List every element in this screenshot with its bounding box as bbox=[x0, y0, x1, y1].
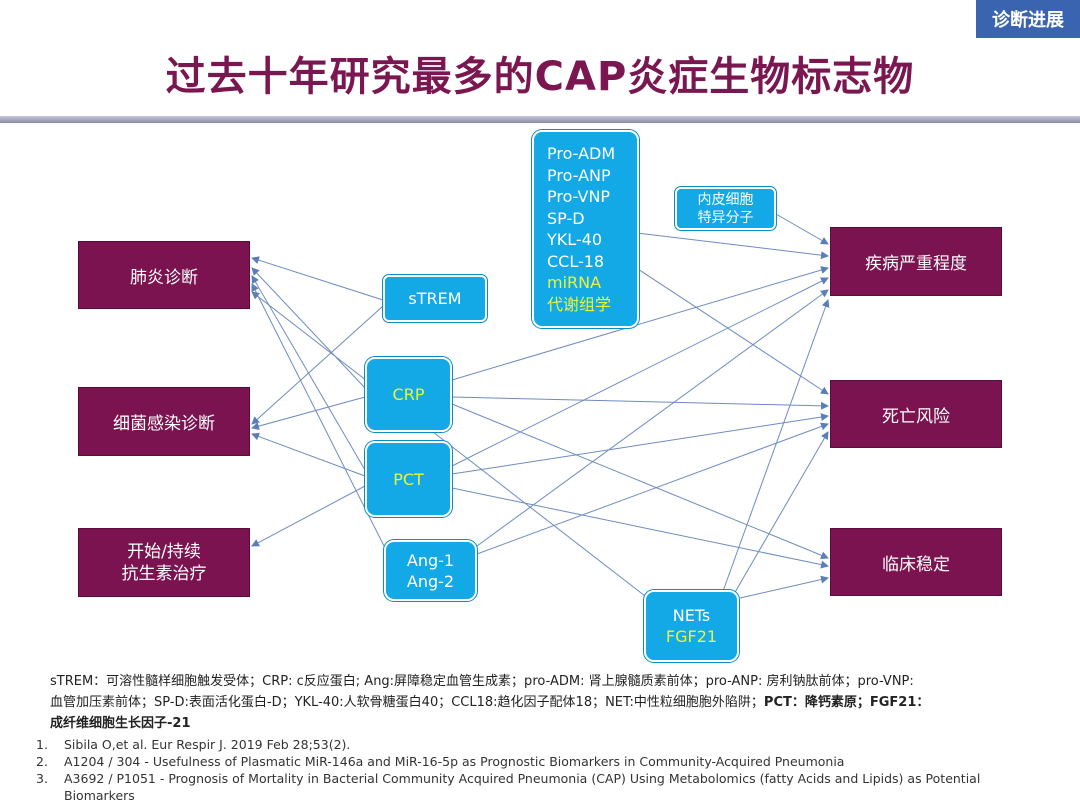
bacterial-infection-diagnosis-box: 细菌感染诊断 bbox=[78, 387, 250, 456]
arrow-pct-bacterial bbox=[251, 432, 366, 477]
disease-severity-box: 疾病严重程度 bbox=[830, 227, 1002, 296]
biomarker-list-box: Pro-ADM Pro-ANP Pro-VNP SP-D YKL-40 CCL-… bbox=[532, 130, 639, 328]
marker-pro-vnp: Pro-VNP bbox=[547, 187, 611, 206]
arrow-nets-mortality bbox=[733, 431, 829, 595]
title-divider bbox=[0, 116, 1080, 123]
clinical-stability-box: 临床稳定 bbox=[830, 528, 1002, 596]
arrow-ang-mortality bbox=[476, 422, 829, 555]
arrow-pct-treatment bbox=[251, 485, 366, 547]
marker-ang-2: Ang-2 bbox=[406, 571, 455, 591]
arrow-pct-severity bbox=[451, 277, 829, 467]
section-tag: 诊断进展 bbox=[976, 0, 1080, 38]
marker-sp-d: SP-D bbox=[547, 208, 585, 228]
marker-fgf21: FGF21 bbox=[665, 627, 718, 646]
abbreviation-footnote: sTREM：可溶性髓样细胞触发受体；CRP: c反应蛋白; Ang:屏障稳定血管… bbox=[50, 671, 1040, 734]
arrow-ang-severity bbox=[476, 289, 829, 547]
arrow-list-mortality bbox=[611, 251, 829, 395]
footnote-line-2-bold: PCT：降钙素原；FGF21： bbox=[763, 695, 930, 710]
endothelial-markers-box: 内皮细胞 特异分子 bbox=[675, 187, 776, 230]
pneumonia-diagnosis-box: 肺炎诊断 bbox=[78, 241, 250, 309]
marker-ang-1: Ang-1 bbox=[406, 550, 455, 570]
marker-mirna: miRNA bbox=[547, 273, 602, 292]
arrow-pct-stability bbox=[451, 487, 829, 569]
arrow-crp-bacterial bbox=[251, 396, 366, 431]
arrow-strem-diagnosis bbox=[251, 256, 384, 301]
antibiotic-treatment-box: 开始/持续 抗生素治疗 bbox=[78, 528, 250, 597]
reference-item: 3.A3692 / P1051 - Prognosis of Mortality… bbox=[36, 771, 981, 803]
arrow-nets-severity bbox=[721, 299, 830, 595]
arrow-ang-diagnosis bbox=[251, 283, 385, 547]
arrow-crp-mortality bbox=[451, 396, 829, 410]
footnote-line-1: sTREM：可溶性髓样细胞触发受体；CRP: c反应蛋白; Ang:屏障稳定血管… bbox=[50, 674, 914, 689]
reference-item: 1.Sibila O,et al. Eur Respir J. 2019 Feb… bbox=[36, 737, 351, 752]
arrow-crp-stability bbox=[451, 403, 829, 560]
mortality-risk-box: 死亡风险 bbox=[830, 380, 1002, 448]
footnote-line-2: 血管加压素前体；SP-D:表面活化蛋白-D；YKL-40:人软骨糖蛋白40；CC… bbox=[50, 695, 764, 710]
crp-box: CRP bbox=[365, 357, 452, 432]
marker-pro-adm: Pro-ADM bbox=[547, 144, 616, 163]
strem-box: sTREM bbox=[383, 275, 487, 322]
endothelial-label-1: 内皮细胞 bbox=[697, 191, 754, 208]
arrow-crp-severity bbox=[451, 266, 829, 381]
marker-ykl-40: YKL-40 bbox=[547, 230, 603, 249]
arrow-pct-mortality bbox=[451, 413, 829, 475]
arrow-crp-diagnosis bbox=[251, 267, 366, 389]
marker-pro-anp: Pro-ANP bbox=[547, 165, 611, 185]
nets-fgf21-box: NETs FGF21 bbox=[644, 590, 739, 662]
endothelial-label-2: 特异分子 bbox=[697, 209, 754, 226]
arrow-nets-stability bbox=[739, 575, 829, 599]
footnote-line-3: 成纤维细胞生长因子-21 bbox=[50, 716, 191, 731]
marker-metabolomics: 代谢组学 bbox=[547, 294, 612, 314]
pct-box: PCT bbox=[365, 441, 452, 517]
page-title: 过去十年研究最多的CAP炎症生物标志物 bbox=[165, 54, 915, 100]
arrow-list-severity bbox=[611, 229, 829, 260]
reference-item: 2.A1204 / 304 - Usefulness of Plasmatic … bbox=[36, 754, 845, 769]
marker-nets: NETs bbox=[672, 606, 711, 625]
arrow-pct-diagnosis bbox=[251, 275, 366, 471]
marker-ccl-18: CCL-18 bbox=[547, 251, 605, 271]
ang-box: Ang-1 Ang-2 bbox=[384, 540, 477, 601]
arrow-endo-severity bbox=[775, 213, 829, 245]
references: 1.Sibila O,et al. Eur Respir J. 2019 Feb… bbox=[36, 736, 1036, 804]
arrow-strem-bacterial bbox=[251, 305, 384, 425]
